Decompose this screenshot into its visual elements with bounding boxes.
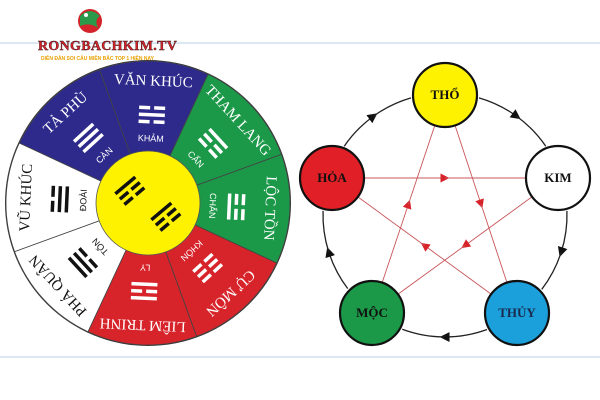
element-node-2: THỦY xyxy=(483,279,551,347)
generating-arrow-tail xyxy=(373,97,412,117)
element-label: MỘC xyxy=(356,305,388,320)
divider-bottom xyxy=(0,356,600,358)
element-node-1: KIM xyxy=(524,144,592,212)
star-label: LỘC TỒN xyxy=(260,176,281,241)
element-label: HỎA xyxy=(317,170,347,185)
controlling-arrow-tail xyxy=(408,125,436,205)
trigram-label: KHẢM xyxy=(138,132,164,144)
controlling-arrow xyxy=(454,125,484,209)
sector-vũ-khúc: VŨ KHÚC ĐOÀI xyxy=(5,142,150,253)
center-trigram-icon xyxy=(114,175,146,206)
generating-arrow xyxy=(557,210,568,258)
controlling-arrow xyxy=(381,199,412,283)
dragon-logo-icon xyxy=(78,9,102,33)
controlling-arrow-tail xyxy=(397,245,466,295)
sector-liêm-trinh: LIÊM TRINH LY xyxy=(87,201,198,346)
element-label: THỦY xyxy=(498,305,536,320)
generating-arrow xyxy=(439,328,488,343)
generating-arrow xyxy=(325,247,349,290)
controlling-arrow-tail xyxy=(357,196,425,246)
element-node-3: MỘC xyxy=(338,279,406,347)
trigram-icon xyxy=(130,281,158,301)
star-label: LIÊM TRINH xyxy=(99,315,186,336)
star-label: VŨ KHÚC xyxy=(16,163,36,232)
trigram-label: CHẤN xyxy=(207,193,218,219)
trigram-icon xyxy=(192,252,224,284)
logo-tagline: DIỄN ĐÀN SOI CẦU MIỀN BẮC TOP 1 HIỆN NAY xyxy=(41,56,154,62)
logo-text: RONGBACHKIM.TV xyxy=(38,39,178,54)
sector-lộc-tồn: LỘC TỒN CHẤN xyxy=(146,153,291,264)
center-trigram-icon xyxy=(150,201,182,232)
trigram-icon xyxy=(50,185,70,213)
trigram-label: ĐOÀI xyxy=(78,189,89,211)
controlling-arrow xyxy=(420,242,492,295)
generating-arrow-tail xyxy=(322,210,330,253)
element-node-0: THỔ xyxy=(411,61,479,129)
sector-văn-khúc: VĂN KHÚC KHẢM xyxy=(98,60,209,205)
element-label: THỔ xyxy=(431,87,460,102)
center-circle xyxy=(95,150,201,256)
controlling-arrow-tail xyxy=(480,203,508,283)
trigram-label: LY xyxy=(140,262,151,272)
star-label: VĂN KHÚC xyxy=(114,71,193,91)
element-label: KIM xyxy=(544,170,571,185)
generating-arrow-tail xyxy=(402,328,445,338)
controlling-arrow xyxy=(461,196,533,249)
generating-arrow xyxy=(478,97,521,120)
divider-top xyxy=(0,42,600,44)
trigram-icon xyxy=(197,127,229,159)
element-node-4: HỎA xyxy=(298,144,366,212)
trigram-icon xyxy=(67,247,99,279)
generating-arrow-tail xyxy=(516,115,547,147)
trigram-icon xyxy=(72,122,104,154)
generating-arrow-tail xyxy=(541,252,562,290)
trigram-icon xyxy=(226,193,246,221)
five-elements-cycle: THỔ KIM THỦY MỘC HỎA xyxy=(298,61,592,347)
trigram-icon xyxy=(138,105,166,125)
generating-arrow xyxy=(343,113,378,147)
